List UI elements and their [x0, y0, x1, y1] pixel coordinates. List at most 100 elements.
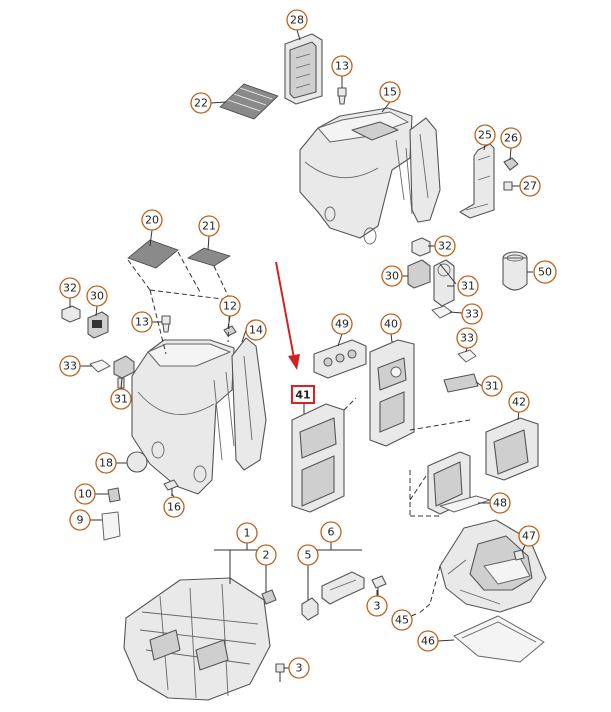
- svg-text:6: 6: [328, 526, 335, 539]
- callout-41-selected[interactable]: 41: [291, 385, 315, 404]
- callout-30[interactable]: 30: [86, 285, 108, 307]
- callout-40[interactable]: 40: [380, 313, 402, 335]
- callout-13[interactable]: 13: [331, 55, 353, 77]
- callout-42[interactable]: 42: [508, 391, 530, 413]
- callout-46[interactable]: 46: [417, 630, 439, 652]
- part-27-screw: [503, 181, 520, 191]
- part-31-switch-left: [113, 355, 135, 389]
- part-3-screw-mid: [371, 575, 387, 596]
- callout-33[interactable]: 33: [456, 327, 478, 349]
- part-40-panel: [369, 339, 415, 447]
- callout-5[interactable]: 5: [297, 544, 319, 566]
- svg-text:47: 47: [522, 530, 536, 543]
- part-45-armrest: [439, 519, 547, 613]
- svg-text:45: 45: [395, 614, 409, 627]
- callout-15[interactable]: 15: [379, 81, 401, 103]
- svg-text:2: 2: [263, 549, 270, 562]
- callout-14[interactable]: 14: [245, 319, 267, 341]
- callout-33[interactable]: 33: [461, 303, 483, 325]
- part-15-console: [299, 107, 441, 245]
- callout-25[interactable]: 25: [474, 124, 496, 146]
- callout-22[interactable]: 22: [190, 92, 212, 114]
- part-12-clip: [223, 325, 237, 337]
- callout-16[interactable]: 16: [163, 496, 185, 518]
- callout-13[interactable]: 13: [131, 311, 153, 333]
- callout-50[interactable]: 50: [533, 260, 557, 284]
- callout-26[interactable]: 26: [500, 127, 522, 149]
- part-5-bracket: [301, 597, 319, 621]
- callout-48[interactable]: 48: [489, 492, 511, 514]
- svg-text:15: 15: [383, 86, 397, 99]
- part-32-plug-left: [61, 305, 81, 323]
- part-42-insert: [485, 417, 539, 481]
- svg-text:30: 30: [90, 290, 104, 303]
- part-14-console: [131, 337, 267, 495]
- svg-text:28: 28: [290, 14, 304, 27]
- part-41-panel: [291, 403, 345, 513]
- callout-31[interactable]: 31: [481, 375, 503, 397]
- svg-text:31: 31: [461, 280, 475, 293]
- part-48-tray: [427, 451, 491, 515]
- callout-12[interactable]: 12: [219, 295, 241, 317]
- svg-text:25: 25: [478, 129, 492, 142]
- svg-text:5: 5: [305, 549, 312, 562]
- svg-text:20: 20: [145, 214, 159, 227]
- callout-32[interactable]: 32: [59, 277, 81, 299]
- part-3-screw-bottom: [275, 663, 285, 682]
- callout-31[interactable]: 31: [457, 275, 479, 297]
- part-9-label: [101, 511, 121, 541]
- svg-text:10: 10: [78, 488, 92, 501]
- part-13-screw-left: [161, 315, 171, 333]
- part-47-screw: [513, 549, 525, 561]
- part-10-clip: [107, 487, 121, 503]
- part-13-screw-top: [337, 76, 347, 105]
- callout-20[interactable]: 20: [141, 209, 163, 231]
- callout-28[interactable]: 28: [286, 9, 308, 31]
- callout-27[interactable]: 27: [519, 175, 541, 197]
- callout-10[interactable]: 10: [74, 483, 96, 505]
- callout-49[interactable]: 49: [331, 313, 353, 335]
- callout-3[interactable]: 3: [288, 657, 310, 679]
- callout-3[interactable]: 3: [366, 595, 388, 617]
- part-46-lid: [453, 615, 545, 663]
- callout-33[interactable]: 33: [59, 355, 81, 377]
- part-25-bracket: [459, 143, 495, 219]
- part-18-plug: [126, 451, 148, 473]
- svg-text:31: 31: [485, 380, 499, 393]
- callout-21[interactable]: 21: [198, 215, 220, 237]
- svg-text:30: 30: [385, 270, 399, 283]
- part-31-switch-right: [433, 259, 457, 307]
- part-20-mat: [127, 239, 179, 269]
- svg-text:18: 18: [99, 457, 113, 470]
- callout-6[interactable]: 6: [320, 521, 342, 543]
- part-21-mat: [187, 247, 231, 267]
- part-30-socket-right: [407, 259, 431, 289]
- part-49-panel: [313, 339, 367, 379]
- part-6-bracket: [321, 571, 365, 605]
- svg-text:32: 32: [438, 240, 452, 253]
- callout-31[interactable]: 31: [110, 388, 132, 410]
- svg-text:21: 21: [202, 220, 216, 233]
- callout-9[interactable]: 9: [69, 509, 91, 531]
- svg-text:1: 1: [244, 527, 251, 540]
- callout-2[interactable]: 2: [255, 544, 277, 566]
- svg-text:13: 13: [135, 316, 149, 329]
- svg-text:42: 42: [512, 396, 526, 409]
- part-22-mat: [219, 83, 279, 120]
- callout-47[interactable]: 47: [518, 525, 540, 547]
- callout-45[interactable]: 45: [391, 609, 413, 631]
- callout-32[interactable]: 32: [434, 235, 456, 257]
- svg-text:40: 40: [384, 318, 398, 331]
- callout-18[interactable]: 18: [95, 452, 117, 474]
- svg-text:3: 3: [296, 662, 303, 675]
- callout-30[interactable]: 30: [381, 265, 403, 287]
- svg-text:49: 49: [335, 318, 349, 331]
- callout-1[interactable]: 1: [236, 522, 258, 544]
- svg-text:32: 32: [63, 282, 77, 295]
- svg-text:22: 22: [194, 97, 208, 110]
- svg-text:33: 33: [63, 360, 77, 373]
- svg-text:41: 41: [295, 389, 310, 402]
- svg-text:26: 26: [504, 132, 518, 145]
